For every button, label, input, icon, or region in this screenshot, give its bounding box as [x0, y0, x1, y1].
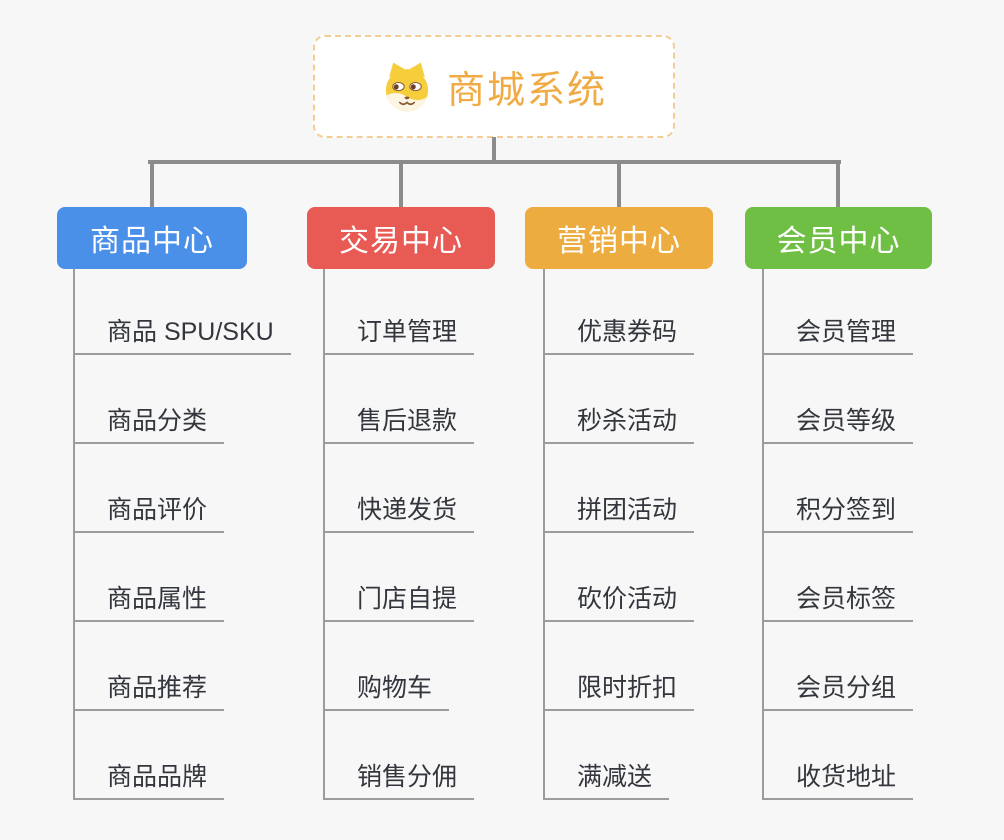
subtopic-item[interactable]: 商品推荐: [73, 671, 225, 711]
subtopic-item[interactable]: 售后退款: [323, 404, 475, 444]
drop-connector: [617, 160, 621, 207]
branch-node-marketing-center[interactable]: 营销中心: [525, 207, 713, 269]
subtopic-item[interactable]: 拼团活动: [543, 493, 695, 533]
subtopic-item[interactable]: 会员管理: [762, 315, 914, 355]
trunk-line: [543, 269, 545, 800]
drop-connector: [150, 160, 154, 207]
trunk-line: [73, 269, 75, 800]
dog-face-icon: [385, 62, 429, 111]
subtopic-item[interactable]: 收货地址: [762, 760, 914, 800]
root-label: 商城系统: [446, 70, 607, 112]
subtopic-item[interactable]: 商品评价: [73, 493, 225, 533]
subtopic-item[interactable]: 购物车: [323, 671, 450, 711]
branch-column-member: 会员管理 会员等级 积分签到 会员标签 会员分组 收货地址: [762, 269, 1004, 809]
branch-node-member-center[interactable]: 会员中心: [745, 207, 932, 269]
subtopic-item[interactable]: 销售分佣: [323, 760, 475, 800]
branch-node-trade-center[interactable]: 交易中心: [307, 207, 495, 269]
subtopic-item[interactable]: 商品品牌: [73, 760, 225, 800]
subtopic-item[interactable]: 会员等级: [762, 404, 914, 444]
subtopic-item[interactable]: 会员分组: [762, 671, 914, 711]
subtopic-item[interactable]: 积分签到: [762, 493, 914, 533]
subtopic-item[interactable]: 快递发货: [323, 493, 475, 533]
subtopic-item[interactable]: 商品属性: [73, 582, 225, 622]
branch-bus-connector: [148, 160, 841, 164]
drop-connector: [399, 160, 403, 207]
drop-connector: [836, 160, 840, 207]
trunk-line: [323, 269, 325, 800]
branch-column-product: 商品 SPU/SKU 商品分类 商品评价 商品属性 商品推荐 商品品牌: [73, 269, 323, 809]
branch-node-product-center[interactable]: 商品中心: [57, 207, 247, 269]
subtopic-item[interactable]: 商品 SPU/SKU: [73, 315, 291, 355]
subtopic-item[interactable]: 限时折扣: [543, 671, 695, 711]
subtopic-item[interactable]: 砍价活动: [543, 582, 695, 622]
subtopic-item[interactable]: 优惠券码: [543, 315, 695, 355]
trunk-line: [762, 269, 764, 800]
branch-column-marketing: 优惠券码 秒杀活动 拼团活动 砍价活动 限时折扣 满减送: [543, 269, 793, 809]
subtopic-item[interactable]: 门店自提: [323, 582, 475, 622]
root-node[interactable]: 商城系统: [313, 35, 675, 138]
subtopic-item[interactable]: 会员标签: [762, 582, 914, 622]
subtopic-item[interactable]: 商品分类: [73, 404, 225, 444]
root-stem-connector: [492, 137, 496, 162]
subtopic-item[interactable]: 订单管理: [323, 315, 475, 355]
branch-column-trade: 订单管理 售后退款 快递发货 门店自提 购物车 销售分佣: [323, 269, 573, 809]
subtopic-item[interactable]: 满减送: [543, 760, 670, 800]
subtopic-item[interactable]: 秒杀活动: [543, 404, 695, 444]
